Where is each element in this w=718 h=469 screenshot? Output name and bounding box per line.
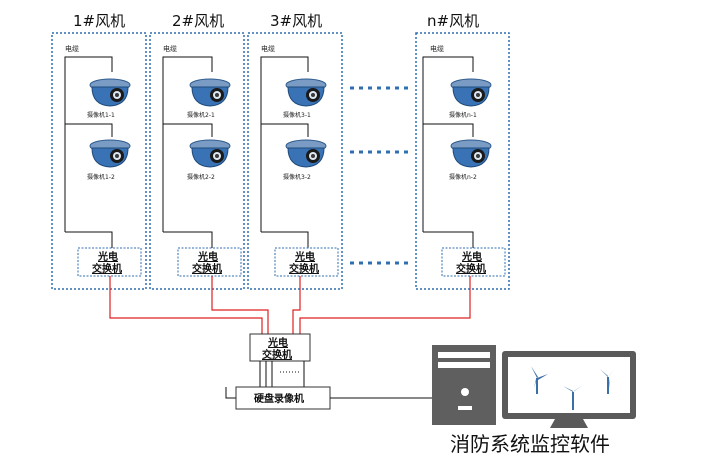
camera-label: 摄像机3-2 <box>283 173 311 181</box>
ellipsis-dots <box>350 86 410 265</box>
turbine-title: n#风机 <box>427 12 479 30</box>
computer-tower-icon <box>432 345 496 425</box>
cable-line <box>423 231 474 248</box>
switch-label-line2: 交换机 <box>289 262 319 275</box>
wind-turbine-icon <box>563 385 583 410</box>
camera-label: 摄像机2-1 <box>187 111 215 119</box>
camera-icon <box>285 78 327 107</box>
turbine-title: 3#风机 <box>270 12 322 30</box>
camera-label: 摄像机n-1 <box>449 111 477 119</box>
switch-label-line1: 光电 <box>294 250 315 263</box>
camera-icon <box>450 139 492 168</box>
camera-icon <box>89 78 131 107</box>
switch-label-line1: 光电 <box>97 250 118 263</box>
cable-line <box>163 231 213 248</box>
fiber-line <box>299 276 471 334</box>
cable-label: 电缆 <box>65 44 79 53</box>
switch-label-line2: 交换机 <box>192 262 222 275</box>
nvr-label: 硬盘录像机 <box>254 392 304 405</box>
camera-label: 摄像机1-2 <box>87 173 115 181</box>
cable-line <box>422 56 474 232</box>
cable-line <box>261 123 309 137</box>
switch-nvr-links <box>225 361 305 399</box>
turbine-title: 1#风机 <box>73 12 125 30</box>
camera-label: 摄像机n-2 <box>449 173 477 181</box>
optical-switch <box>441 247 506 277</box>
core-switch-label-line2: 交换机 <box>262 348 292 361</box>
cable-line <box>423 123 474 137</box>
cable-label: 电缆 <box>163 44 177 53</box>
fiber-links <box>109 276 471 334</box>
switch-label-line1: 光电 <box>197 250 218 263</box>
turbine-title: 2#风机 <box>172 12 224 30</box>
cable-line <box>163 123 213 137</box>
fiber-line <box>109 276 263 334</box>
switch-label-line1: 光电 <box>461 250 482 263</box>
camera-icon <box>285 139 327 168</box>
camera-label: 摄像机1-1 <box>87 111 115 119</box>
cable-line <box>260 56 309 232</box>
cable-line <box>65 123 113 137</box>
turbine-group-3: 3#风机 电缆 摄像机3-1 摄像机3-2 光电 交换机 <box>247 12 343 290</box>
software-label: 消防系统监控软件 <box>450 432 610 456</box>
turbine-group-n: n#风机 电缆 摄像机n-1 摄像机n-2 光电 交换机 <box>415 12 510 290</box>
core-optical-switch <box>249 333 311 362</box>
cable-line <box>261 231 309 248</box>
camera-label: 摄像机3-1 <box>283 111 311 119</box>
switch-label-line2: 交换机 <box>92 262 122 275</box>
switch-label-line2: 交换机 <box>456 262 486 275</box>
turbine-enclosure <box>247 32 343 290</box>
core-switch-label-line1: 光电 <box>267 336 288 349</box>
camera-label: 摄像机2-2 <box>187 173 215 181</box>
turbine-enclosure <box>51 32 147 290</box>
turbine-enclosure <box>415 32 510 290</box>
wind-turbine-icon <box>531 366 548 394</box>
optical-switch <box>177 247 242 277</box>
camera-icon <box>189 78 231 107</box>
cable-line <box>65 231 113 248</box>
turbine-group-2: 2#风机 电缆 摄像机2-1 摄像机2-2 光电 交换机 <box>149 12 245 290</box>
camera-icon <box>450 78 492 107</box>
fiber-line <box>292 276 301 334</box>
wind-turbine-icon <box>600 368 616 394</box>
monitor-icon <box>502 351 636 428</box>
cable-label: 电缆 <box>430 44 444 53</box>
camera-icon <box>89 139 131 168</box>
optical-switch <box>274 247 339 277</box>
cable-label: 电缆 <box>261 44 275 53</box>
core-switch-group: 光电 交换机 <box>249 333 311 362</box>
cable-line <box>64 56 113 232</box>
camera-icon <box>189 139 231 168</box>
optical-switch <box>77 247 142 277</box>
cable-line <box>162 56 213 232</box>
turbine-group-1: 1#风机 电缆 摄像机1-1 摄像机1-2 光电 交换机 <box>51 12 147 290</box>
turbine-enclosure <box>149 32 245 290</box>
fiber-line <box>211 276 269 334</box>
nvr-group: 硬盘录像机 <box>235 386 432 410</box>
